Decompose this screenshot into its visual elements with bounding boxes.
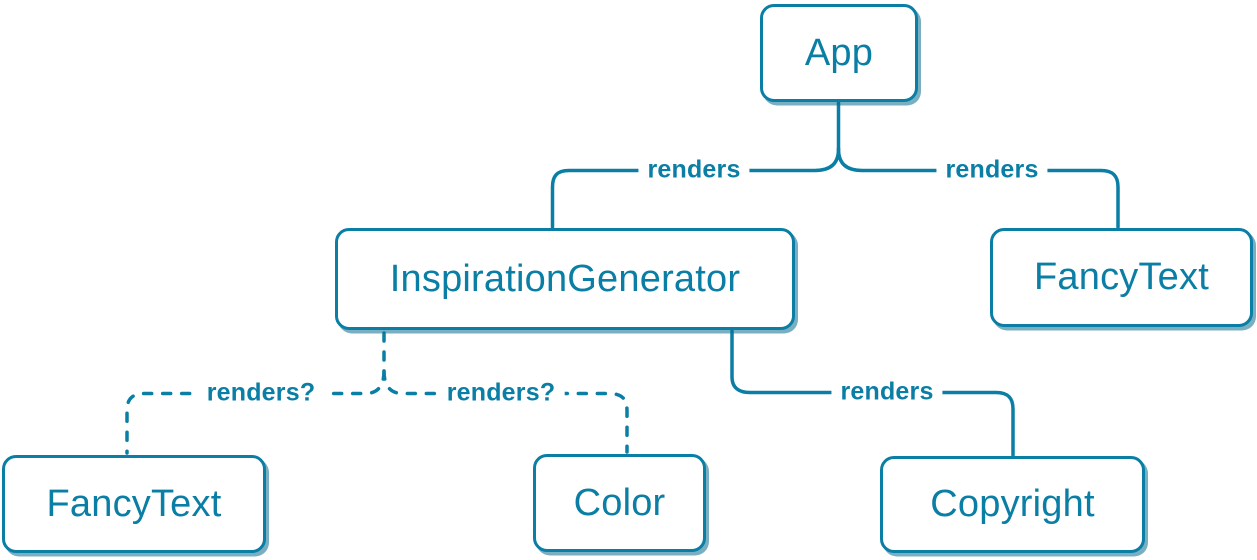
edge-label-inspirationgenerator-fancytext: renders? bbox=[197, 377, 325, 409]
edge-app-inspirationgenerator bbox=[550, 147, 841, 229]
node-fancy-text-bottom-label: FancyText bbox=[46, 482, 222, 525]
node-app: App bbox=[760, 4, 918, 102]
node-fancy-text-top-label: FancyText bbox=[1034, 256, 1209, 298]
edge-label-app-fancytext: renders bbox=[936, 154, 1048, 186]
node-copyright-label: Copyright bbox=[930, 483, 1095, 525]
edge-app-fancytext bbox=[836, 147, 1120, 229]
node-color: Color bbox=[533, 454, 706, 552]
edge-inspirationgenerator-fancytext bbox=[125, 369, 386, 455]
node-color-label: Color bbox=[573, 481, 666, 524]
edge-label-app-inspirationgenerator: renders bbox=[638, 154, 750, 186]
node-fancy-text-top: FancyText bbox=[990, 228, 1253, 327]
node-fancy-text-bottom: FancyText bbox=[2, 455, 266, 553]
node-app-label: App bbox=[804, 31, 874, 74]
edge-label-inspirationgenerator-copyright: renders bbox=[831, 376, 943, 408]
edge-label-inspirationgenerator-color: renders? bbox=[437, 377, 565, 409]
node-inspiration-generator-label: InspirationGenerator bbox=[389, 257, 741, 300]
node-inspiration-generator: InspirationGenerator bbox=[335, 228, 795, 330]
node-copyright: Copyright bbox=[880, 456, 1145, 553]
